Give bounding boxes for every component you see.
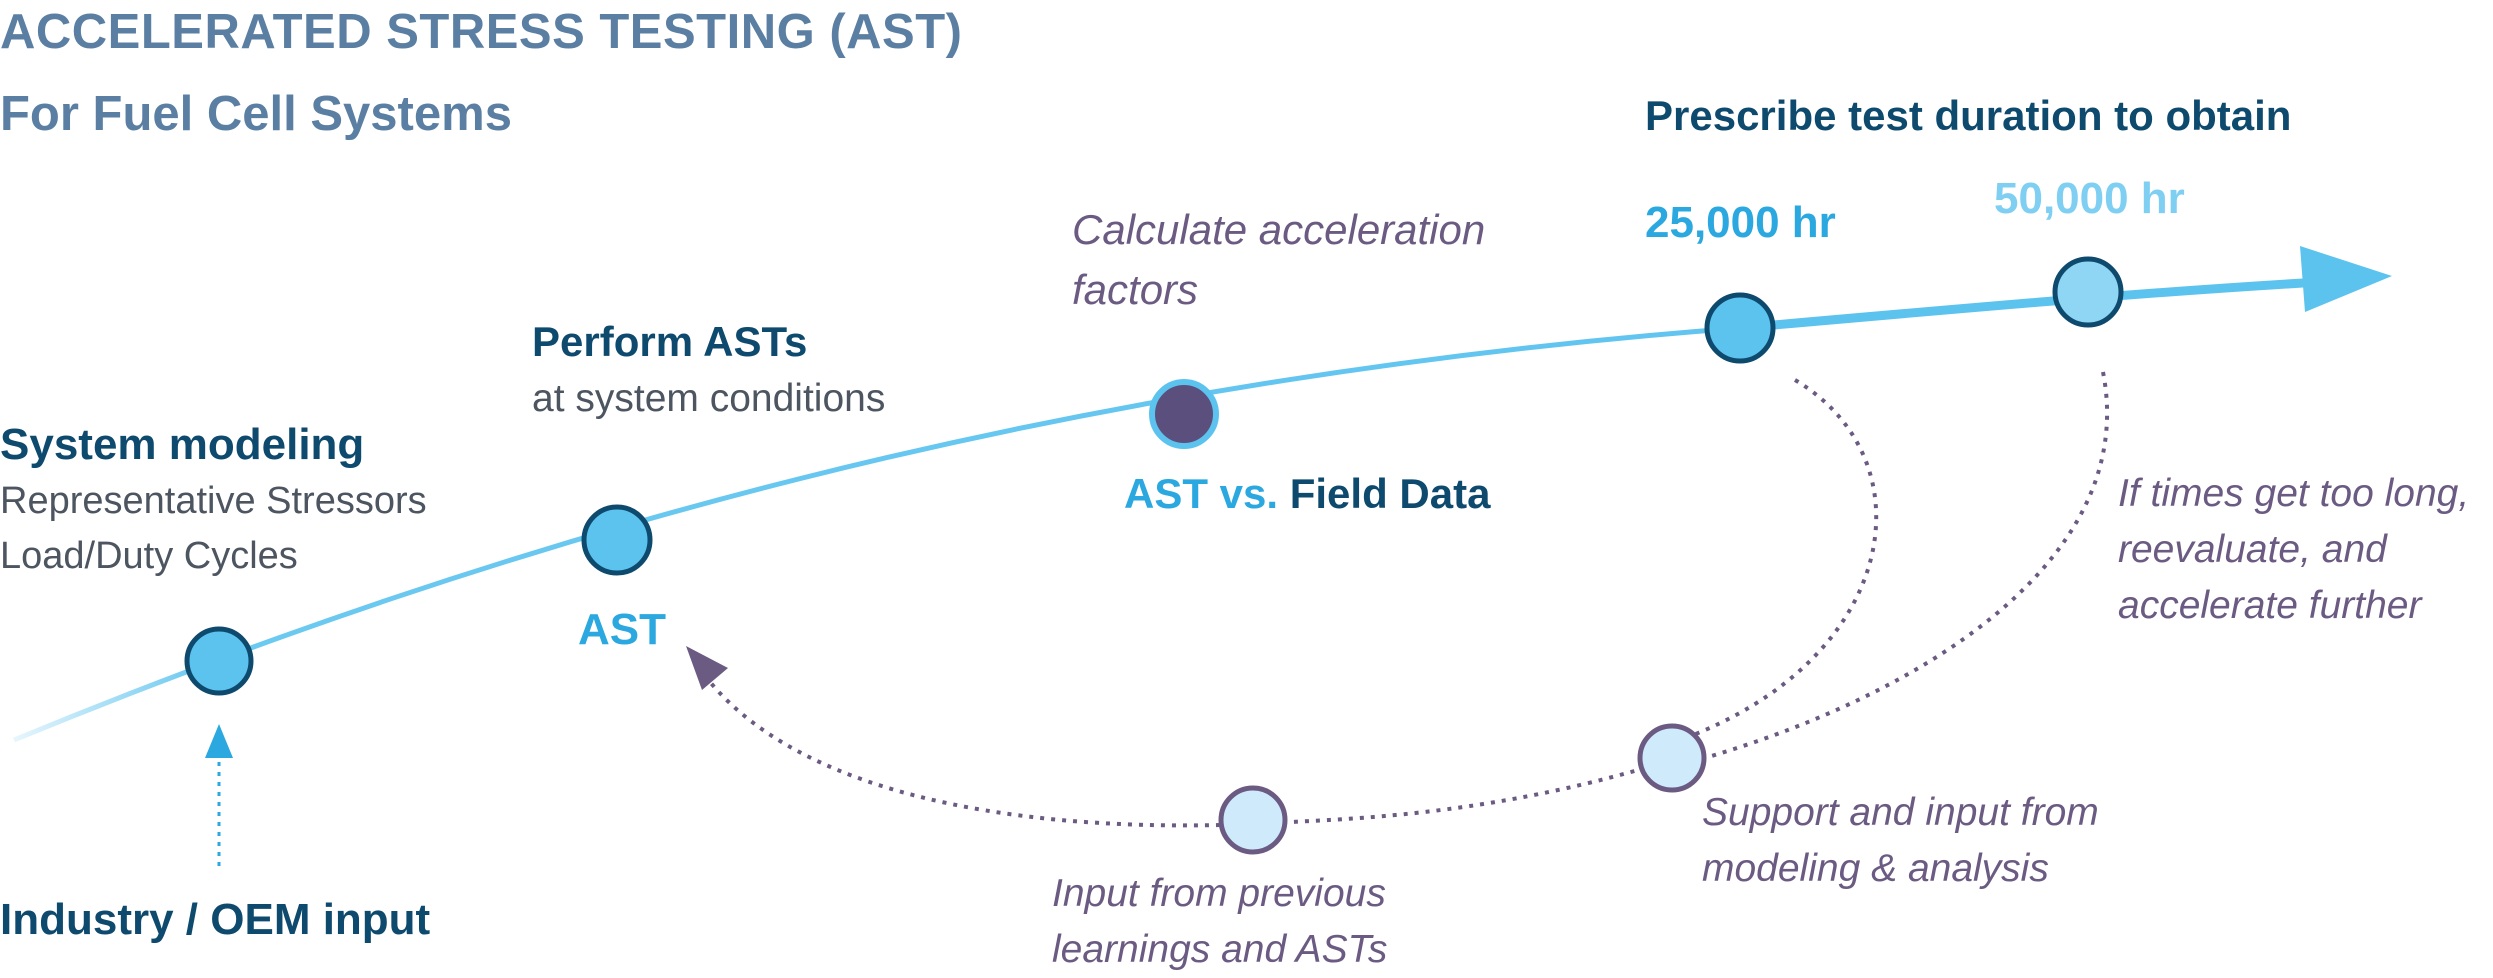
industry-input-label: Industry / OEM input [0,895,431,944]
ast-vs-part: AST vs. [1124,470,1279,517]
page-subtitle: For Fuel Cell Systems [0,87,512,141]
feedback-arrowhead-icon [686,646,728,690]
field-data-part: Field Data [1289,470,1491,517]
feedback-from-50000 [1679,371,2110,767]
feedback-from-25000 [1679,378,1879,742]
ast-vs-field-label: AST vs. Field Data [1124,470,1490,518]
node-system-modeling[interactable] [184,626,254,696]
node-support-modeling[interactable] [1637,723,1707,793]
support-note: Support and input from modeling & analys… [1702,791,2099,890]
timeline-arrowhead-icon [2300,246,2392,312]
node-25000-hr[interactable] [1704,292,1776,364]
feedback-support-to-previous [1289,766,1646,824]
node-ast[interactable] [581,504,653,576]
target-50000-label: 50,000 hr [1994,174,2185,223]
prescribe-heading: Prescribe test duration to obtain [1645,92,2292,139]
previous-learnings-note: Input from previous learnings and ASTs [1052,872,1388,971]
system-modeling-heading: System modeling [0,420,365,469]
node-50000-hr[interactable] [2052,256,2124,328]
feedback-previous-to-ast [708,680,1221,828]
ast-label: AST [578,605,666,654]
main-timeline-thick [1739,277,2321,333]
system-modeling-line-1: Representative Stressors [0,480,427,522]
system-modeling-line-2: Load/Duty Cycles [0,535,298,577]
calculate-acceleration-label: Calculate acceleration factors [1072,206,1486,313]
page-title: ACCELERATED STRESS TESTING (AST) [0,5,963,59]
node-acceleration-factors[interactable] [1149,379,1219,449]
too-long-note: If times get too long, reevaluate, and a… [2118,472,2470,627]
target-25000-label: 25,000 hr [1645,198,1836,247]
perform-asts-sub: at system conditions [532,377,886,420]
industry-arrowhead-icon [205,724,233,758]
node-previous-learnings[interactable] [1218,785,1288,855]
perform-asts-heading: Perform ASTs [532,318,808,365]
